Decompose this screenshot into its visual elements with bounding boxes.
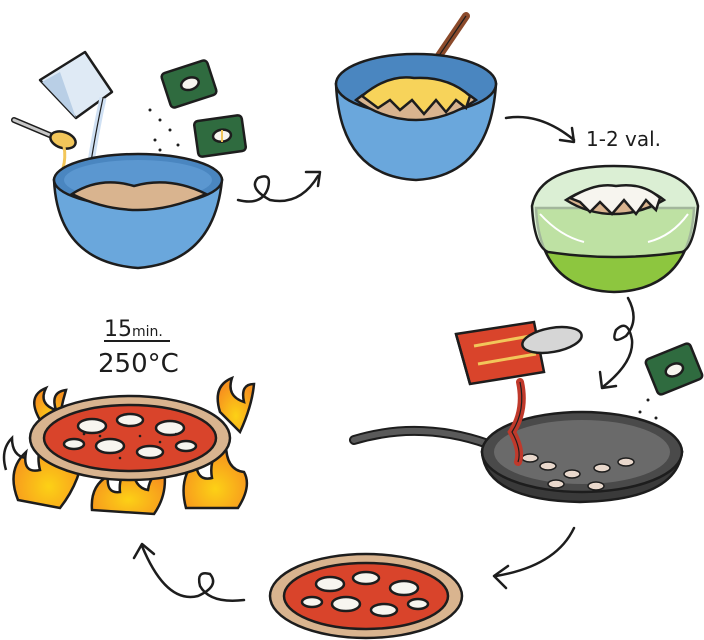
step-6-bake [4,378,254,514]
curly-arrow-icon [496,528,574,576]
step-5-assembled-pizza [270,554,462,638]
curly-arrow-icon [238,176,318,202]
curly-arrow-icon [142,546,244,601]
arrow-head [600,372,616,388]
covered-bowl-icon [532,166,698,292]
bake-minutes: 15 [104,317,132,342]
step-1-mixing [14,52,246,268]
mixing-bowl-icon [336,54,496,180]
curly-arrow-icon [604,298,634,386]
bake-temperature: 250°C [98,349,179,379]
step-4-pan-sauce [354,322,703,502]
rise-time-label: 1-2 val. [586,127,661,151]
measuring-cup-icon [40,52,112,168]
bake-time-label: 15 min. [104,317,170,342]
step-3-rise [532,166,698,292]
curly-arrow-icon [506,117,574,140]
step-2-oil-dough [336,16,496,180]
mixing-bowl-icon [54,154,222,268]
bake-minutes-unit: min. [132,324,163,340]
yeast-packet-icon [161,59,247,157]
pizza-icon [30,396,230,480]
arrow-head [494,566,508,588]
pizza-icon [270,554,462,638]
yeast-packet-icon [645,342,704,395]
spoon-icon [14,120,78,168]
